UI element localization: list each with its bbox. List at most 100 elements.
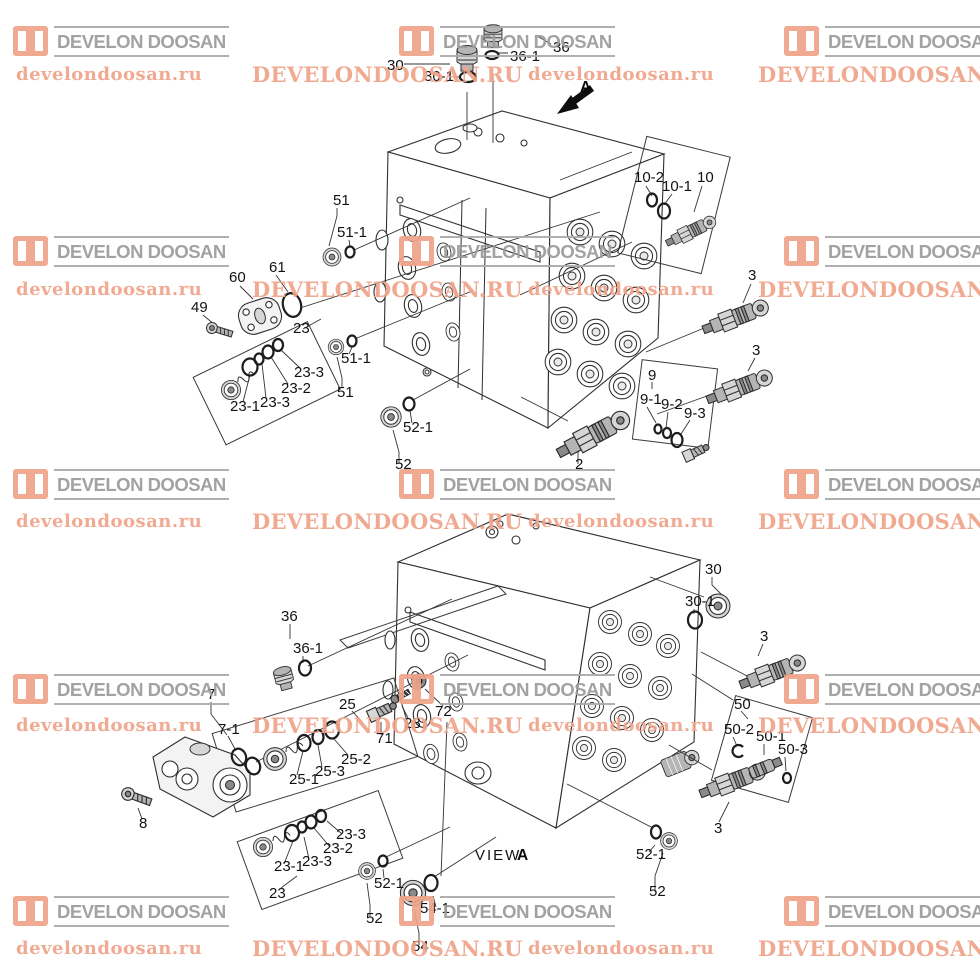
snap-ring-50-2-part — [731, 743, 745, 759]
oring-61-part — [281, 292, 303, 318]
view-a-label: VIEW — [475, 847, 521, 864]
oring-36-1-part — [484, 49, 500, 61]
spring-25-part — [284, 741, 305, 757]
oring-23-2-lower-part — [304, 814, 318, 830]
plug-30-part — [456, 45, 478, 72]
view-a-letter: A — [517, 847, 528, 864]
callout-50: 50 — [734, 696, 751, 713]
callout-10-2: 10-2 — [634, 169, 664, 186]
callout-52-mid: 52 — [366, 910, 383, 927]
leader-lines — [137, 35, 787, 945]
callout-23-lower: 23 — [269, 885, 286, 902]
spool-50-1-part — [747, 754, 784, 780]
callout-30-1: 30-1 — [424, 68, 454, 85]
callout-61: 61 — [269, 259, 286, 276]
callout-23-3a: 23-3 — [294, 364, 324, 381]
callout-30-1-lower: 30-1 — [685, 593, 715, 610]
callout-51-mid: 51 — [337, 384, 354, 401]
callout-36-lower: 36 — [281, 608, 298, 625]
callout-3b-lower: 3 — [714, 820, 722, 837]
callout-36: 36 — [553, 39, 570, 56]
callout-36-1-lower: 36-1 — [293, 640, 323, 657]
relief-valve-3b-part — [703, 365, 776, 410]
callout-50-1: 50-1 — [756, 728, 786, 745]
spring-23-lower-part — [271, 831, 292, 846]
callout-52: 52 — [395, 456, 412, 473]
callout-3a: 3 — [748, 267, 756, 284]
lower-valve-body — [339, 513, 703, 830]
plug-51-top-part — [322, 247, 342, 267]
plug-23-part — [220, 379, 242, 401]
callout-8: 8 — [139, 815, 147, 832]
callout-52-right: 52 — [649, 883, 666, 900]
screw-8-part — [119, 785, 154, 809]
callout-9-3: 9-3 — [684, 405, 706, 422]
callout-51-1-top: 51-1 — [337, 224, 367, 241]
oring-25-3-part — [311, 728, 325, 746]
oring-52-1-right-part — [649, 824, 663, 840]
callout-50-2: 50-2 — [724, 721, 754, 738]
lower-callout-labels: 30 30-1 3 36 36-1 7 7-1 25 72 28 71 50 5… — [139, 561, 808, 955]
plug-52-part — [380, 406, 402, 428]
oring-7-1b-part — [244, 756, 262, 776]
callout-23-1: 23-1 — [230, 398, 260, 415]
oring-23-1-part — [241, 357, 259, 377]
callout-50-3: 50-3 — [778, 741, 808, 758]
oring-25-1-part — [296, 733, 312, 753]
oring-7-1a-part — [230, 747, 248, 767]
lower-assembly-parts — [119, 593, 809, 907]
screw-49-part — [204, 320, 235, 340]
oring-9-2-part — [661, 426, 673, 440]
box-10 — [617, 135, 731, 275]
box-9 — [631, 359, 719, 449]
callout-23-1-lower: 23-1 — [274, 858, 304, 875]
upper-valve-body — [373, 110, 666, 430]
plug-23-lower-part — [252, 836, 274, 858]
relief-valve-3a-part — [699, 295, 772, 340]
callout-52-1-mid: 52-1 — [374, 875, 404, 892]
valve-block-7-part — [152, 736, 251, 818]
callout-60: 60 — [229, 269, 246, 286]
oring-23-3b-lower-part — [314, 808, 328, 824]
upper-callout-labels: 30 30-1 36-1 36 A 10-2 10-1 10 51 51-1 3… — [191, 39, 760, 473]
oring-52-1-part — [402, 396, 416, 412]
cover-60-part — [234, 293, 286, 339]
view-direction-arrow — [557, 85, 595, 114]
callout-52-1-right: 52-1 — [636, 846, 666, 863]
oring-51-1-mid-part — [346, 334, 358, 348]
oring-23-3a-part — [253, 352, 265, 366]
callout-51-1-mid: 51-1 — [341, 350, 371, 367]
callout-3b: 3 — [752, 342, 760, 359]
callout-25-1: 25-1 — [289, 771, 319, 788]
oring-54-1-part — [423, 873, 439, 893]
callout-10: 10 — [697, 169, 714, 186]
callout-23-3a-lower: 23-3 — [336, 826, 366, 843]
callout-7-1: 7-1 — [218, 721, 240, 738]
oring-51-1-top-part — [344, 245, 356, 259]
callout-23-3b: 23-3 — [260, 394, 290, 411]
callout-28: 28 — [404, 715, 421, 732]
callout-25-3: 25-3 — [315, 763, 345, 780]
oring-23-1-lower-part — [283, 823, 301, 843]
callout-51-top: 51 — [333, 192, 350, 209]
callout-3a-lower: 3 — [760, 628, 768, 645]
callout-23-2-lower: 23-2 — [323, 840, 353, 857]
box-23-upper — [192, 321, 341, 446]
oring-25-2-part — [323, 720, 341, 740]
callout-36-1: 36-1 — [510, 48, 540, 65]
callout-view-a-marker: A — [580, 79, 591, 96]
oring-9-1-part — [653, 423, 663, 435]
oring-30-1-lower-part — [686, 610, 704, 630]
plug-36-part — [483, 24, 503, 49]
oring-52-1-mid-part — [377, 854, 389, 868]
callout-72: 72 — [435, 703, 452, 720]
oring-36-1-lower-part — [297, 659, 313, 677]
callout-9-2: 9-2 — [661, 396, 683, 413]
callout-2: 2 — [575, 456, 583, 473]
callout-9-1: 9-1 — [640, 391, 662, 408]
plug-72-part — [411, 673, 427, 689]
oring-50-3-part — [781, 771, 793, 785]
callout-25: 25 — [339, 696, 356, 713]
